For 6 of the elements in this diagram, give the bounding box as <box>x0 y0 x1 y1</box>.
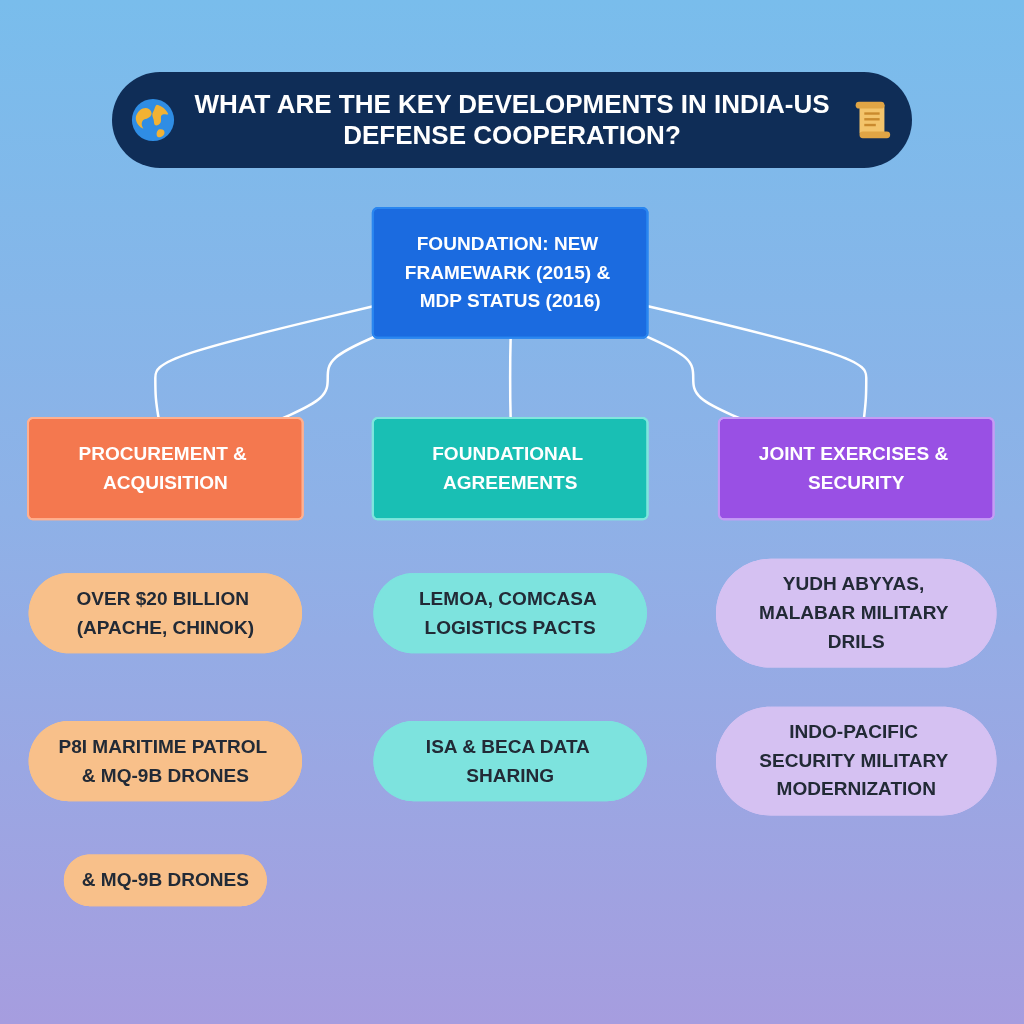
connector <box>647 304 868 419</box>
title: WHAT ARE THE KEY DEVELOPMENTS IN INDIA-US DEFENSE COOPERATION? <box>193 88 831 152</box>
connector <box>508 338 512 419</box>
connector <box>646 335 741 420</box>
connector <box>281 335 376 420</box>
connector <box>154 305 374 419</box>
